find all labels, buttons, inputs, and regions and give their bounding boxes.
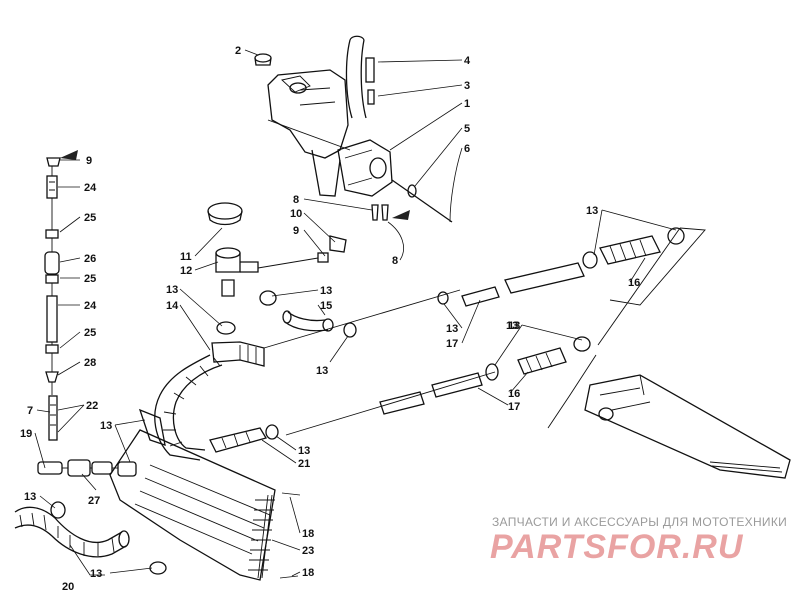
- reservoir-housing: [337, 139, 393, 197]
- callout-27: 27: [88, 495, 100, 507]
- callout-labels: 2 4 3 1 5 6 9 24 25 26 25 24 25 28 7 22 …: [20, 45, 640, 593]
- callout-13-lower-left: 13: [24, 491, 36, 503]
- callout-14: 14: [166, 300, 179, 312]
- ribbed-hose-16a: [599, 235, 661, 265]
- overflow-hose: [345, 35, 367, 119]
- callout-13-mid-b: 13: [506, 320, 518, 332]
- callout-13-mid-a: 13: [446, 323, 458, 335]
- pointer-arrow-2: [392, 210, 410, 220]
- callout-15: 15: [320, 300, 332, 312]
- tank-bolt: [391, 179, 453, 223]
- callout-24-bottom: 24: [84, 300, 97, 312]
- tank-cap: [254, 53, 272, 66]
- radiator-screws: [279, 492, 301, 579]
- callout-7: 7: [27, 405, 33, 417]
- callout-13-bottom: 13: [90, 568, 102, 580]
- radiator-inlet-hose: [138, 408, 166, 446]
- upper-tube-set: [437, 227, 685, 307]
- callout-5: 5: [464, 123, 470, 135]
- callout-25-b: 25: [84, 273, 96, 285]
- filler-neck: [215, 247, 259, 297]
- clamp-lower-left: [50, 501, 66, 519]
- callout-25-a: 25: [84, 212, 96, 224]
- lower-hose: [14, 506, 130, 558]
- lower-tube-set: [379, 336, 591, 415]
- vent-tube: [365, 57, 375, 83]
- pointer-arrow: [60, 150, 78, 160]
- vent-fitting: [367, 89, 375, 105]
- callout-18-b: 18: [302, 567, 314, 579]
- callout-4: 4: [464, 55, 471, 67]
- callout-13-center-c: 13: [316, 365, 328, 377]
- callout-20: 20: [62, 581, 74, 593]
- callout-22: 22: [86, 400, 98, 412]
- bleed-fitting-a: [317, 252, 329, 263]
- clamp-15: [343, 322, 357, 338]
- tank-mount-line: [267, 119, 351, 151]
- callout-11: 11: [180, 251, 192, 263]
- callout-28: 28: [84, 357, 96, 369]
- callout-21: 21: [298, 458, 310, 470]
- callout-13-left-mid: 13: [100, 420, 112, 432]
- watermark-logo[interactable]: PARTSFOR.RU: [490, 528, 744, 566]
- callout-19: 19: [20, 428, 32, 440]
- bleed-screws: [371, 204, 389, 221]
- callout-12: 12: [180, 265, 192, 277]
- callout-2: 2: [235, 45, 241, 57]
- bleed-line: [257, 257, 319, 269]
- clamp-neck-a: [259, 290, 277, 306]
- callout-6: 6: [464, 143, 470, 155]
- callout-26: 26: [84, 253, 96, 265]
- leader-lines: [34, 49, 677, 577]
- callout-8-a: 8: [293, 194, 299, 206]
- callout-13-hose21: 13: [298, 445, 310, 457]
- callout-17-b: 17: [508, 401, 520, 413]
- callout-13-lower-mid: 13: [508, 320, 520, 332]
- short-hose: [282, 310, 334, 332]
- y-connector: [37, 459, 137, 477]
- radiator: [109, 429, 276, 581]
- callout-13-center-a: 13: [166, 284, 178, 296]
- hose-21: [209, 427, 267, 453]
- heat-exchanger-outline: [547, 227, 791, 479]
- callout-9-left: 9: [86, 155, 92, 167]
- callout-17-a: 17: [446, 338, 458, 350]
- callout-16-b: 16: [508, 388, 520, 400]
- radiator-fins: [248, 499, 275, 571]
- hose-elbow: [211, 341, 265, 367]
- callout-9-center: 9: [293, 225, 299, 237]
- radiator-cap: [207, 202, 243, 226]
- watermark-subtitle: ЗАПЧАСТИ И АКСЕССУАРЫ ДЛЯ МОТОТЕХНИКИ: [492, 515, 788, 529]
- coolant-tank: [267, 69, 349, 197]
- bleed-valve: [329, 235, 347, 253]
- callout-16-a: 16: [628, 277, 640, 289]
- clamp-neck-b: [216, 321, 236, 335]
- callout-10: 10: [290, 208, 302, 220]
- callout-8-b: 8: [392, 255, 398, 267]
- callout-3: 3: [464, 80, 470, 92]
- callout-18-a: 18: [302, 528, 314, 540]
- clamp-21: [265, 424, 279, 440]
- callout-13-upper-right: 13: [586, 205, 598, 217]
- callout-23: 23: [302, 545, 314, 557]
- bleed-hose-stack: [44, 157, 61, 441]
- ribbed-hose-16b: [517, 347, 567, 375]
- callout-13-center-b: 13: [320, 285, 332, 297]
- callout-24-top: 24: [84, 182, 97, 194]
- pipe-lines: [263, 289, 496, 436]
- clamp-lower: [149, 561, 167, 575]
- callout-1: 1: [464, 98, 470, 110]
- callout-25-c: 25: [84, 327, 96, 339]
